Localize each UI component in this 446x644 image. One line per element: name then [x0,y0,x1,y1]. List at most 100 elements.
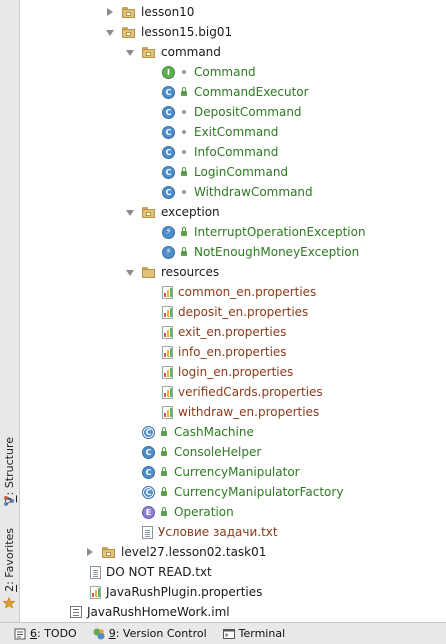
exception-class-icon: ⚡ [162,245,175,259]
tree-item-label: resources [161,265,220,279]
todo-tab-number: 6 [30,627,37,640]
class-icon: C [142,485,155,499]
tree-item[interactable]: exception [124,202,220,222]
tree-item[interactable]: C LoginCommand [162,162,288,182]
tree-item-label: ExitCommand [194,125,279,139]
expanded-arrow-icon[interactable] [124,46,136,58]
tree-item-label: CurrencyManipulatorFactory [174,485,344,499]
bar-mark [170,327,172,337]
folder-icon [142,266,156,278]
tree-item[interactable]: lesson10 [104,2,194,22]
tree-item[interactable]: deposit_en.properties [162,302,308,322]
version-control-tab-label: : Version Control [115,627,207,640]
todo-tab[interactable]: 6: TODO [14,627,77,640]
bar-mark [164,292,166,297]
package-dot-icon [146,51,151,56]
bar-mark [164,372,166,377]
version-control-tab-number: 9 [108,627,116,640]
tree-item[interactable]: login_en.properties [162,362,293,382]
properties-file-icon [162,285,173,299]
tree-item[interactable]: verifiedCards.properties [162,382,323,402]
tree-item[interactable]: JavaRushPlugin.properties [90,582,262,602]
bar-mark [95,589,97,597]
expanded-arrow-icon[interactable] [124,266,136,278]
tree-item[interactable]: lesson15.big01 [104,22,232,42]
collapsed-arrow-icon[interactable] [84,546,96,558]
tree-item[interactable]: Условие задачи.txt [142,522,278,542]
tree-item[interactable]: level27.lesson02.task01 [84,542,266,562]
bar-mark [167,309,169,317]
bar-mark [170,387,172,397]
tree-item-label: CurrencyManipulator [174,465,300,479]
tree-item[interactable]: C ExitCommand [162,122,278,142]
left-tool-strip: 7: Structure 2: Favorites [0,0,20,622]
tree-item-label: InfoCommand [194,145,279,159]
lock-icon [180,87,188,97]
tree-item[interactable]: C CurrencyManipulatorFactory [142,482,343,502]
bar-mark [167,329,169,337]
class-icon: C [162,105,175,119]
bar-mark [170,307,172,317]
tree-item-label: LoginCommand [194,165,289,179]
bar-mark [164,412,166,417]
bar-mark [98,587,100,597]
star-icon [3,597,15,609]
tree-item[interactable]: JavaRushHomeWork.iml [70,602,230,622]
tree-item[interactable]: C CurrencyManipulator [142,462,300,482]
exception-class-icon: ⚡ [162,225,175,239]
properties-file-icon [162,405,173,419]
package-icon [122,26,136,38]
class-icon: C [142,465,155,479]
lock-icon [160,447,168,457]
class-icon: C [142,445,155,459]
terminal-tab[interactable]: Terminal [222,627,286,640]
bar-mark [167,289,169,297]
package-dot-icon [126,31,131,36]
tree-item[interactable]: resources [124,262,219,282]
expanded-arrow-icon[interactable] [124,206,136,218]
bar-mark [92,592,94,597]
bar-mark [170,407,172,417]
terminal-icon [222,628,235,639]
tree-item-label: InterruptOperationException [194,225,366,239]
bar-mark [167,389,169,397]
tree-item[interactable]: ⚡ InterruptOperationException [162,222,366,242]
tree-item[interactable]: ⚡NotEnoughMoneyException [162,242,359,262]
lock-icon [160,467,168,477]
collapsed-arrow-icon[interactable] [104,6,116,18]
version-control-tab[interactable]: 9: Version Control [93,627,207,640]
tree-item[interactable]: DO NOT READ.txt [90,562,212,582]
tree-item-label: CashMachine [174,425,254,439]
tree-item[interactable]: withdraw_en.properties [162,402,319,422]
text-file-icon [90,565,101,579]
tree-item-label: CommandExecutor [194,85,309,99]
tree-item-label: Условие задачи.txt [158,525,278,539]
bar-mark [164,332,166,337]
tree-item[interactable]: command [124,42,221,62]
expanded-arrow-icon[interactable] [104,26,116,38]
favorites-tab[interactable]: 2: Favorites [0,525,19,595]
package-icon [102,546,116,558]
tree-item-label: level27.lesson02.task01 [121,545,267,559]
class-icon: C [162,185,175,199]
tree-item[interactable]: exit_en.properties [162,322,286,342]
lock-icon [160,507,168,517]
terminal-tab-label: Terminal [238,627,286,640]
tree-item-label: info_en.properties [178,345,287,359]
package-icon [122,6,136,18]
properties-file-icon [162,365,173,379]
tree-item[interactable]: common_en.properties [162,282,316,302]
class-icon: C [162,125,175,139]
bar-mark [167,409,169,417]
tree-item[interactable]: info_en.properties [162,342,287,362]
class-icon: C [162,165,175,179]
